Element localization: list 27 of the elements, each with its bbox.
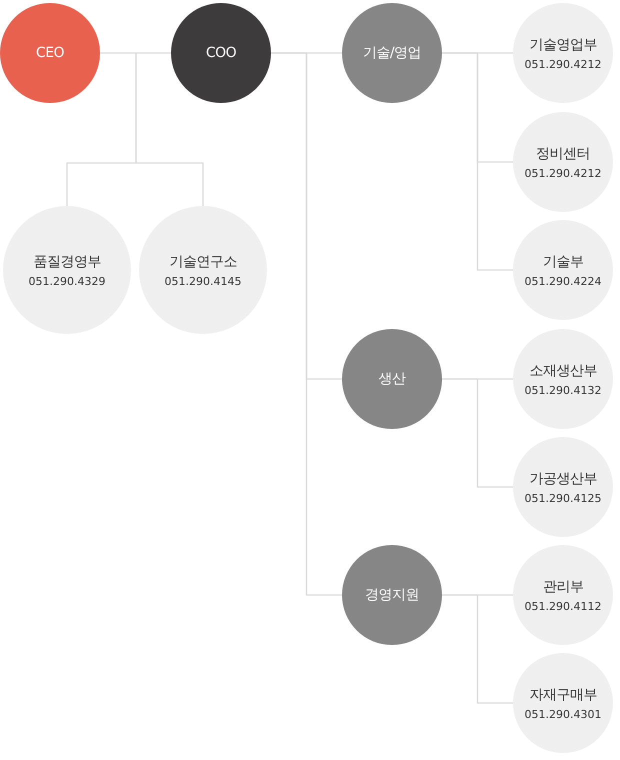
connector-line: [135, 53, 204, 206]
connector-line: [100, 52, 171, 54]
unit-name: CEO: [36, 45, 64, 61]
phone-number: 051.290.4212: [524, 166, 602, 180]
unit-name: 생산: [378, 370, 406, 388]
phone-number: 051.290.4224: [524, 274, 602, 288]
unit-name: 품질경영부: [33, 252, 101, 270]
phone-number: 051.290.4145: [164, 274, 242, 288]
phone-number: 051.290.4132: [524, 384, 602, 396]
connector-line: [442, 378, 513, 488]
connector-line: [442, 594, 513, 704]
phone-number: 051.290.4212: [524, 58, 602, 70]
phone-number: 051.290.4125: [524, 492, 602, 504]
unit-name: 가공생산부: [529, 470, 597, 488]
unit-name: 기술영업부: [529, 36, 597, 54]
unit-name: 정비센터: [536, 144, 590, 162]
phone-number: 051.290.4301: [524, 708, 602, 720]
unit-name: 기술부: [542, 252, 584, 270]
unit-name: 자재구매부: [529, 686, 597, 704]
phone-number: 051.290.4329: [28, 274, 106, 288]
unit-name: 기술연구소: [169, 252, 237, 270]
unit-name: 소재생산부: [529, 362, 597, 380]
phone-number: 051.290.4112: [524, 600, 602, 612]
unit-name: COO: [206, 45, 236, 61]
unit-name: 경영지원: [365, 586, 419, 604]
unit-name: 기술/영업: [362, 44, 422, 62]
unit-name: 관리부: [542, 578, 584, 596]
